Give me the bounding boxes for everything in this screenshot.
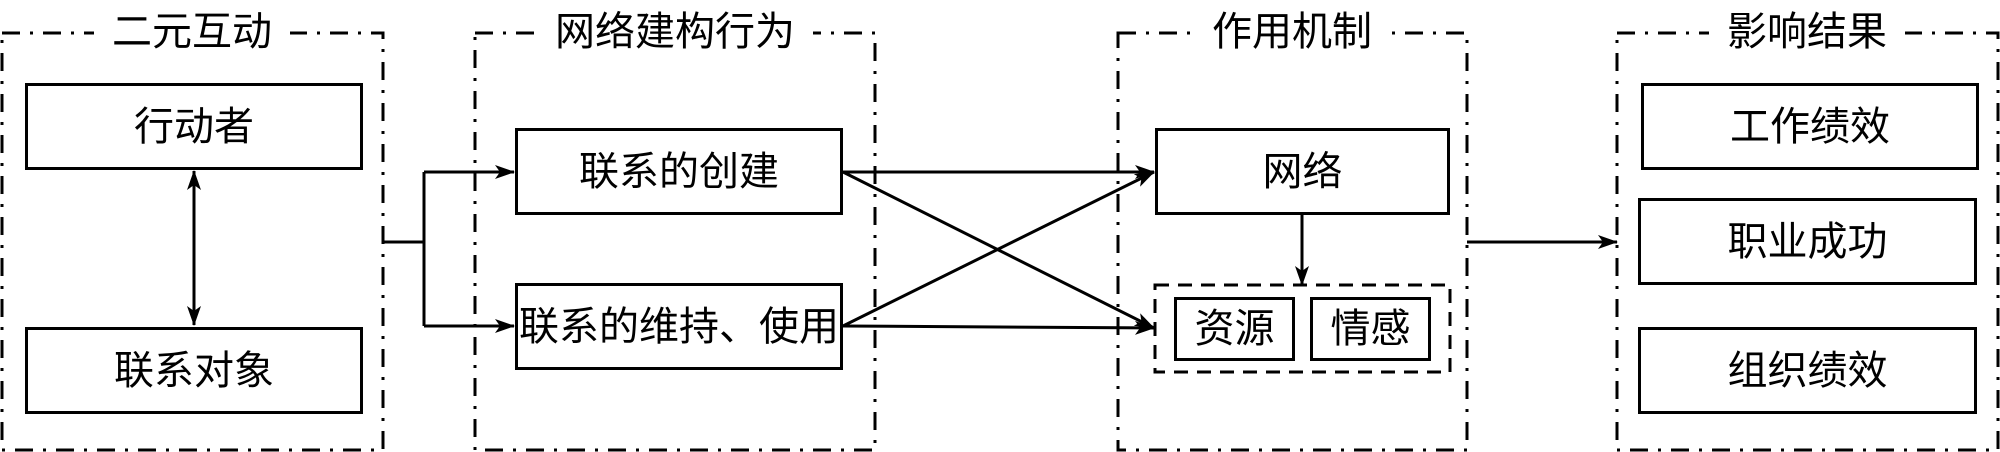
node-organizational-performance: 组织绩效 xyxy=(1638,327,1977,414)
group-title-outcomes: 影响结果 xyxy=(1709,12,1905,52)
group-frame-mechanism xyxy=(1116,31,1469,452)
node-tie-creation: 联系的创建 xyxy=(515,128,843,215)
node-actor: 行动者 xyxy=(25,83,363,170)
group-frame-networking-behavior xyxy=(473,31,877,452)
node-resources: 资源 xyxy=(1174,297,1295,361)
edge-maintenance-to-network xyxy=(842,170,1155,328)
group-title-mechanism: 作用机制 xyxy=(1194,12,1390,52)
node-emotions: 情感 xyxy=(1310,297,1431,361)
edge-maintenance-to-resources xyxy=(842,320,1155,335)
group-title-networking-behavior: 网络建构行为 xyxy=(537,12,813,52)
node-tie-maintenance-use: 联系的维持、使用 xyxy=(515,283,843,370)
group-frame-outcomes xyxy=(1615,31,2000,452)
node-job-performance: 工作绩效 xyxy=(1641,83,1979,170)
node-contact: 联系对象 xyxy=(25,327,363,414)
node-network: 网络 xyxy=(1155,128,1450,215)
group-title-dyadic-interaction: 二元互动 xyxy=(94,12,290,52)
node-career-success: 职业成功 xyxy=(1638,198,1977,285)
